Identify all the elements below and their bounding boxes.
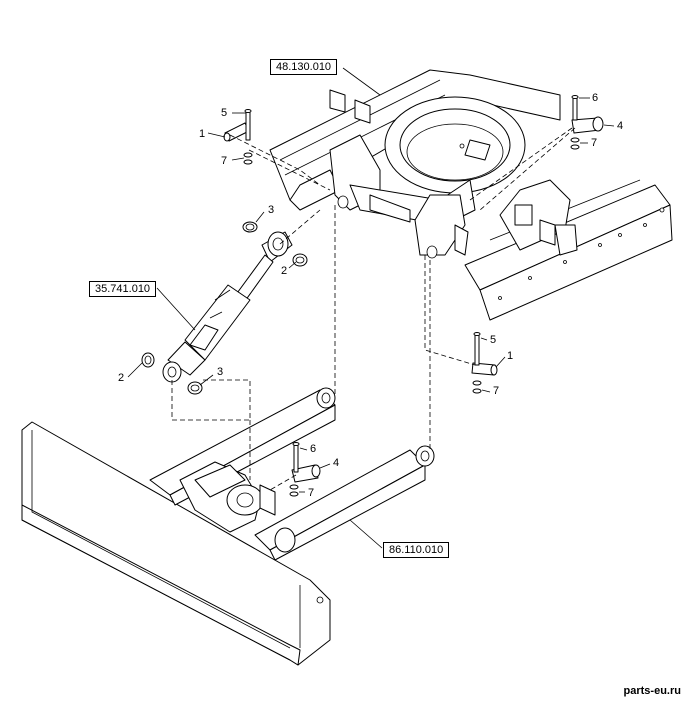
ref-box-cylinder[interactable]: 35.741.010 xyxy=(89,281,157,297)
callout-top-right-bolt: 6 xyxy=(592,92,599,104)
upper-frame xyxy=(269,69,673,321)
leader-lines xyxy=(127,67,615,549)
callout-cyl-ring-left: 2 xyxy=(118,372,125,384)
ref-box-blade[interactable]: 86.110.010 xyxy=(383,542,450,558)
callout-blade-washer: 7 xyxy=(308,487,315,499)
hydraulic-cylinder xyxy=(141,221,308,395)
callout-top-left-washer: 7 xyxy=(221,155,228,167)
assembly-lines xyxy=(171,127,576,491)
callout-mid-right-bolt: 5 xyxy=(490,334,497,346)
dozer-blade xyxy=(21,387,435,666)
hardware-mid-right xyxy=(471,332,498,394)
callout-top-right-pin: 4 xyxy=(617,120,624,132)
hardware-top-left xyxy=(223,109,253,165)
callout-blade-pin: 4 xyxy=(333,457,340,469)
callout-mid-right-washer: 7 xyxy=(493,385,500,397)
hardware-top-right xyxy=(570,95,604,150)
callout-cyl-ring-bottom: 3 xyxy=(217,366,224,378)
callout-cyl-ring-top: 3 xyxy=(268,204,275,216)
callout-top-right-washer: 7 xyxy=(591,137,598,149)
callout-blade-bolt: 6 xyxy=(310,443,317,455)
ref-box-frame[interactable]: 48.130.010 xyxy=(270,59,338,75)
callout-top-left-bolt: 5 xyxy=(221,107,228,119)
watermark-text: parts-eu.ru xyxy=(623,685,681,697)
callout-top-left-pin: 1 xyxy=(199,128,206,140)
callout-mid-right-pin: 1 xyxy=(507,350,514,362)
callout-cyl-ring-right: 2 xyxy=(281,265,288,277)
